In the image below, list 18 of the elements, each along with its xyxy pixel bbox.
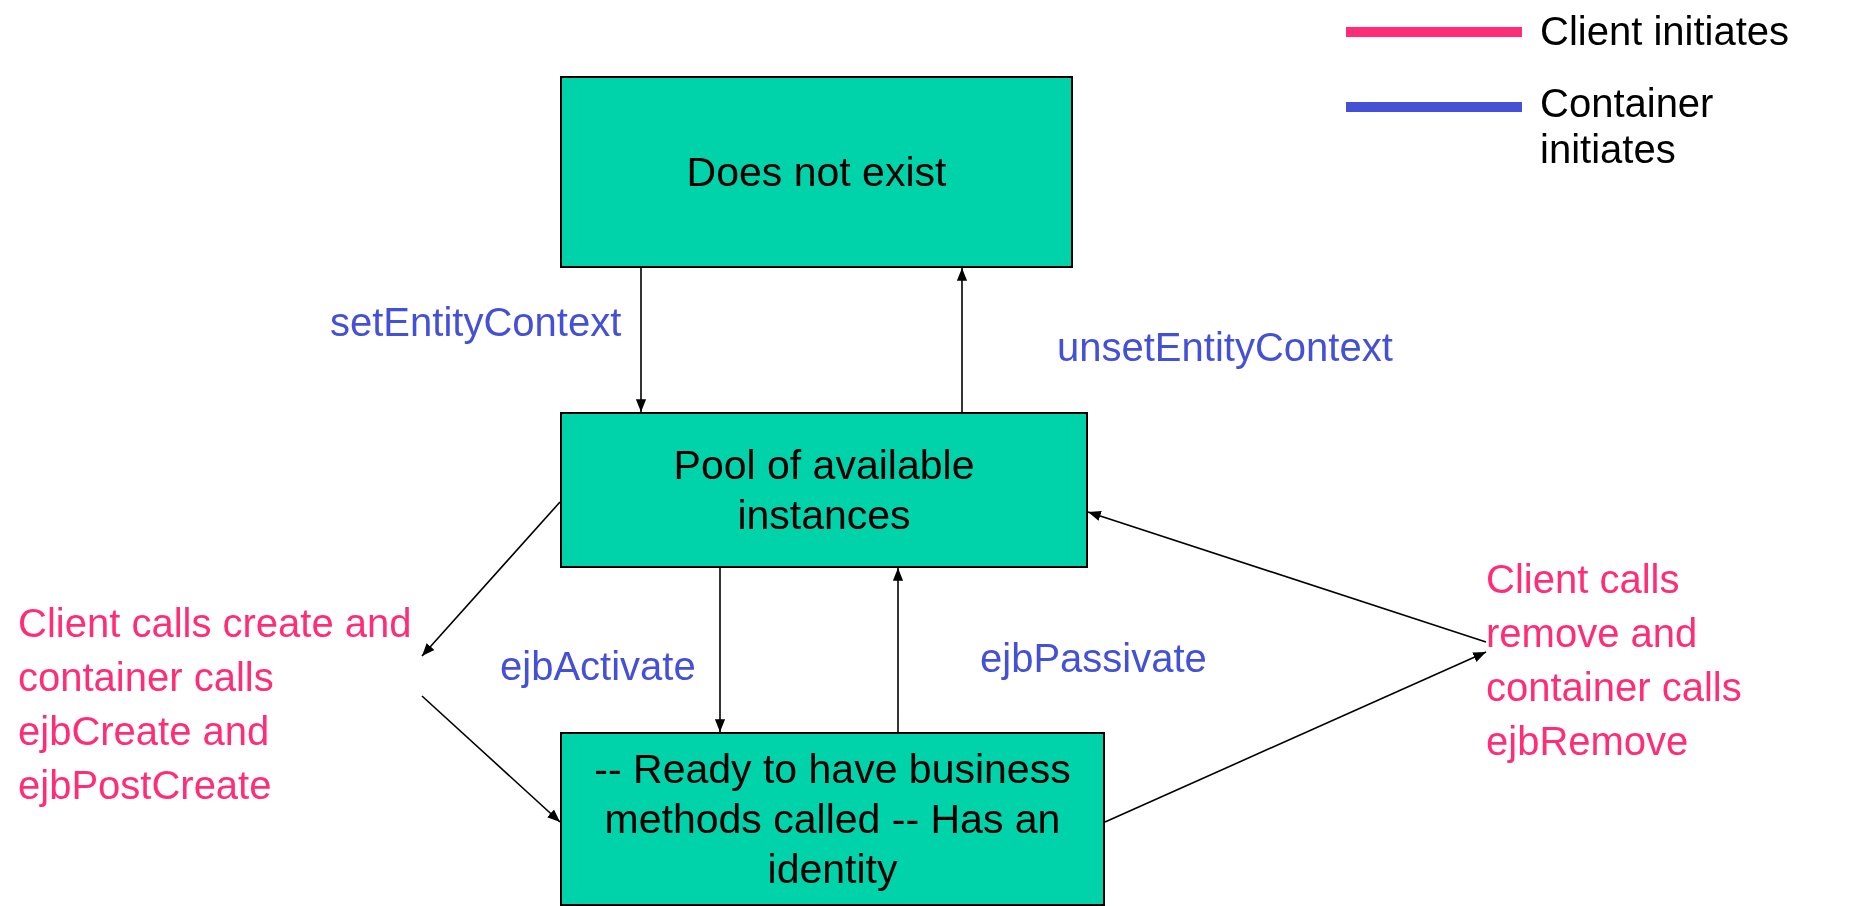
arrow (421, 695, 561, 823)
state-box (560, 412, 1088, 568)
arrow (635, 267, 647, 413)
state-box (560, 76, 1073, 268)
transition-note: Client calls remove and container calls ejbRemove (1486, 556, 1743, 765)
legend-label: Container initiates (1540, 80, 1715, 172)
arrow (421, 501, 561, 657)
state-box (560, 732, 1105, 906)
arrow (714, 567, 726, 733)
arrow (1087, 511, 1487, 643)
state-label: Pool of available instances (672, 441, 976, 540)
arrow (892, 567, 904, 733)
arrow (1104, 651, 1487, 823)
arrow (956, 267, 968, 413)
legend-label: Client initiates (1540, 8, 1790, 54)
state-label: Does not exist (686, 148, 947, 197)
state-label: -- Ready to have business methods called -- Has an identity (593, 745, 1072, 894)
transition-note: Client calls create and container calls ejbCreate and ejbPostCreate (18, 600, 413, 809)
